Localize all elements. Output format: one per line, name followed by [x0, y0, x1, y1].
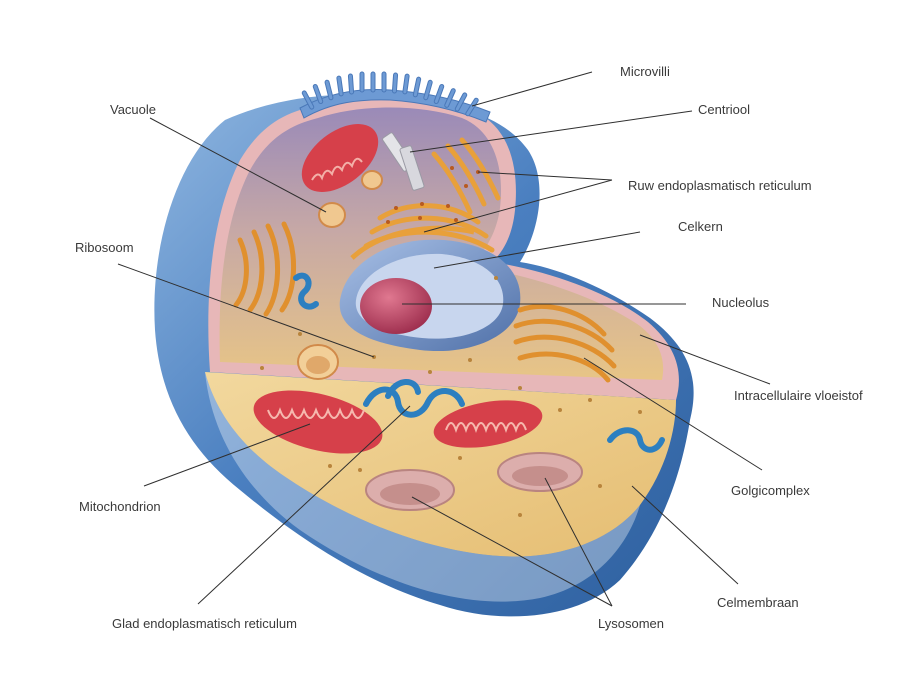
mitochondrion-right-illustration: [433, 400, 543, 448]
leader-microvilli: [471, 71, 593, 107]
membrane-front-edge: [205, 372, 640, 602]
label-nucleolus: Nucleolus: [712, 295, 770, 310]
nucleus-illustration: [339, 225, 521, 352]
vacuole-illustration: [297, 170, 383, 380]
golgi-right-illustration: [513, 304, 617, 383]
label-centriool: Centriool: [698, 102, 750, 117]
leader-celkern: [433, 231, 641, 269]
label-vacuole: Vacuole: [110, 102, 156, 117]
leader-intracellulaire-vloeistof: [639, 334, 771, 385]
label-glad-er: Glad endoplasmatisch reticulum: [112, 616, 297, 631]
mitochondrion-top-illustration: [301, 124, 379, 192]
leader-glad-er: [197, 405, 411, 605]
rough-er-ribosomes: [386, 166, 480, 224]
label-mitochondrion: Mitochondrion: [79, 499, 161, 514]
label-intracellulaire-vloeistof: Intracellulaire vloeistof: [734, 388, 863, 403]
ribosome-dots: [260, 276, 642, 517]
microvilli-illustration: [299, 71, 491, 123]
leader-ruw-er-2: [423, 179, 613, 233]
label-ribosoom: Ribosoom: [75, 240, 134, 255]
label-microvilli: Microvilli: [620, 64, 670, 79]
leader-ribosoom: [117, 263, 375, 358]
label-lysosomen: Lysosomen: [598, 616, 664, 631]
leader-ruw-er-1: [477, 171, 613, 181]
leader-vacuole: [149, 117, 327, 213]
label-celmembraan: Celmembraan: [717, 595, 799, 610]
leader-lysosomen-1: [411, 496, 613, 607]
leader-mitochondrion: [143, 423, 311, 487]
label-ruw-er: Ruw endoplasmatisch reticulum: [628, 178, 812, 193]
leader-centriool: [409, 110, 693, 153]
centriole-illustration: [382, 132, 425, 191]
mitochondrion-left-illustration: [253, 390, 383, 454]
leader-golgicomplex: [583, 357, 763, 471]
label-golgicomplex: Golgicomplex: [731, 483, 810, 498]
labels: Microvilli Centriool Vacuole Ruw endopla…: [75, 64, 863, 631]
smooth-er-illustration: [293, 272, 665, 453]
leader-lysosomen-2: [544, 477, 613, 607]
golgi-left-illustration: [233, 221, 296, 317]
lysosome-illustration: [365, 452, 583, 511]
leader-lines: [117, 71, 771, 607]
leader-celmembraan: [631, 485, 739, 585]
label-celkern: Celkern: [678, 219, 723, 234]
